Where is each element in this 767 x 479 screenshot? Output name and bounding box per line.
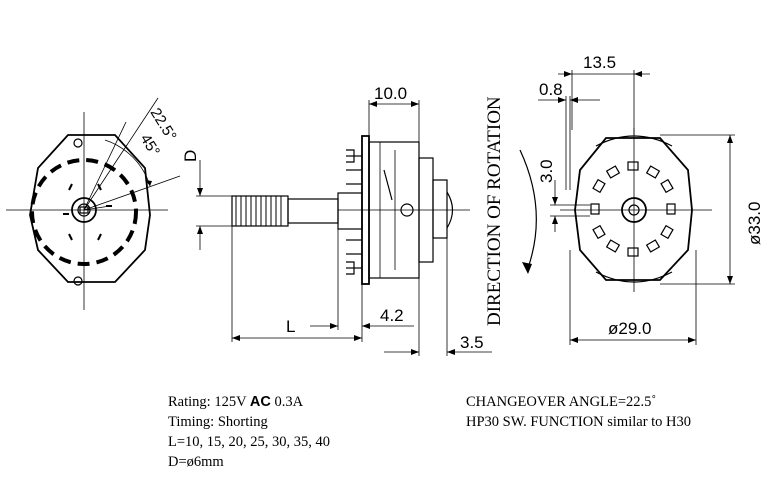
front-view: 22.5° 45°	[6, 97, 181, 310]
lug-width-label: 3.0	[537, 159, 556, 183]
height-label: ø33.0	[745, 202, 764, 245]
rating-line: Rating: 125V AC 0.3A	[168, 392, 330, 412]
bushing-length-label: 4.2	[380, 306, 404, 325]
notes-left: Rating: 125V AC 0.3A Timing: Shorting L=…	[168, 392, 330, 472]
lengths-line: L=10, 15, 20, 25, 30, 35, 40	[168, 434, 331, 450]
shaft-diameter-label: D	[181, 150, 200, 162]
notes-right: CHANGEOVER ANGLE=22.5˚ HP30 SW. FUNCTION…	[466, 392, 691, 432]
plate-thickness-label: 0.8	[539, 80, 563, 99]
direction-of-rotation-label: DIRECTION OF ROTATION	[484, 96, 505, 326]
rear-offset-label: 3.5	[460, 333, 484, 352]
function-line: HP30 SW. FUNCTION similar to H30	[466, 414, 692, 430]
overall-depth-label: 13.5	[583, 53, 616, 72]
rating-suffix: 0.3A	[270, 394, 304, 410]
rating-prefix: Rating: 125V	[168, 394, 250, 410]
rotation-arrow	[519, 149, 537, 274]
side-view: 10.0 L 4.2 3.5	[231, 84, 492, 356]
rear-view: 13.5 0.8 3.0	[537, 53, 764, 345]
shaft-length-label: L	[286, 317, 295, 336]
shaft-diameter-dimension: D	[181, 150, 236, 250]
diameter-line: D=ø6mm	[168, 454, 224, 470]
rating-ac: AC	[249, 394, 271, 410]
changeover-line: CHANGEOVER ANGLE=22.5˚	[466, 394, 657, 410]
timing-line: Timing: Shorting	[168, 414, 268, 430]
angle-large-label: 45°	[137, 131, 163, 159]
body-depth-label: 10.0	[374, 84, 407, 103]
width-label: ø29.0	[608, 319, 651, 338]
